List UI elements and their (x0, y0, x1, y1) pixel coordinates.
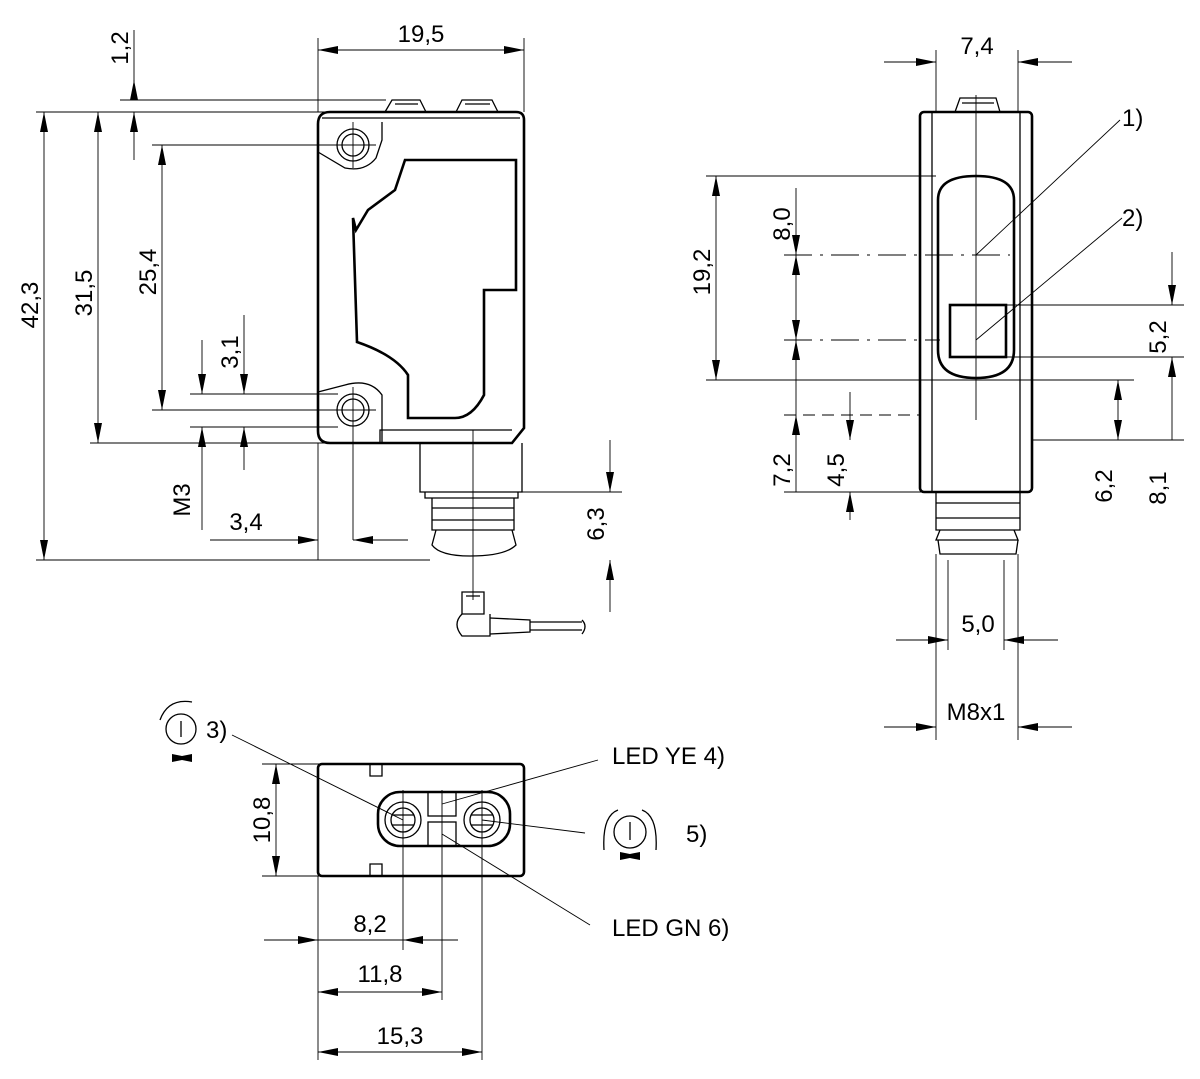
callout-1: 1) (1122, 105, 1143, 132)
top-view: 10,8 8,2 11,8 15,3 3) LED YE 4) 5) LED G… (159, 700, 729, 1060)
rotate-icon-right (603, 809, 657, 860)
dim-connector-len: 6,3 (583, 507, 610, 540)
dim-hole-offset: 3,1 (217, 335, 244, 368)
dim-width: 19,5 (398, 21, 445, 48)
dim-15-3: 15,3 (377, 1023, 424, 1050)
callout-led-ye: LED YE 4) (612, 743, 725, 770)
dim-lens-height: 19,2 (689, 249, 716, 296)
dim-axis-1: 8,0 (769, 207, 796, 240)
top-housing (316, 762, 526, 878)
dim-led-height: 5,2 (1145, 320, 1172, 353)
callout-led-gn: LED GN 6) (612, 915, 729, 942)
dim-bottom-7-2: 7,2 (769, 453, 796, 486)
front-lens-window (351, 158, 518, 420)
dim-bottom-6-2: 6,2 (1091, 469, 1118, 502)
side-connector (935, 492, 1021, 531)
dim-depth: 10,8 (249, 797, 276, 844)
rotate-icon-left (159, 700, 197, 762)
callout-5: 5) (686, 821, 707, 848)
dim-top-gap: 1,2 (107, 31, 134, 64)
front-connector (419, 443, 523, 493)
dim-housing-height: 31,5 (71, 270, 98, 317)
side-led-window (948, 303, 1008, 359)
dim-8-2: 8,2 (353, 911, 386, 938)
dim-connector-5-0: 5,0 (961, 611, 994, 638)
dim-bottom-4-5: 4,5 (823, 453, 850, 486)
dim-total-height: 42,3 (17, 282, 44, 329)
dim-11-8: 11,8 (358, 961, 403, 988)
side-lens-slot (936, 174, 1016, 380)
dim-hole-edge: 3,4 (229, 509, 262, 536)
side-view: 7,4 19,2 8,0 5,2 7,2 4,5 6,2 8,1 5,0 M8x… (689, 33, 1184, 740)
front-view: 19,5 1,2 42,3 31,5 25,4 3,1 M3 3,4 6,3 (17, 21, 622, 637)
dim-connector-thread: M8x1 (947, 699, 1006, 726)
dim-side-width: 7,4 (960, 33, 993, 60)
callout-2: 2) (1122, 205, 1143, 232)
angled-connector (461, 591, 485, 615)
callout-3: 3) (206, 717, 227, 744)
front-housing (316, 110, 526, 445)
dim-hole-spacing: 25,4 (135, 249, 162, 296)
dim-thread: M3 (169, 483, 196, 516)
dim-bottom-8-1: 8,1 (1145, 471, 1172, 504)
